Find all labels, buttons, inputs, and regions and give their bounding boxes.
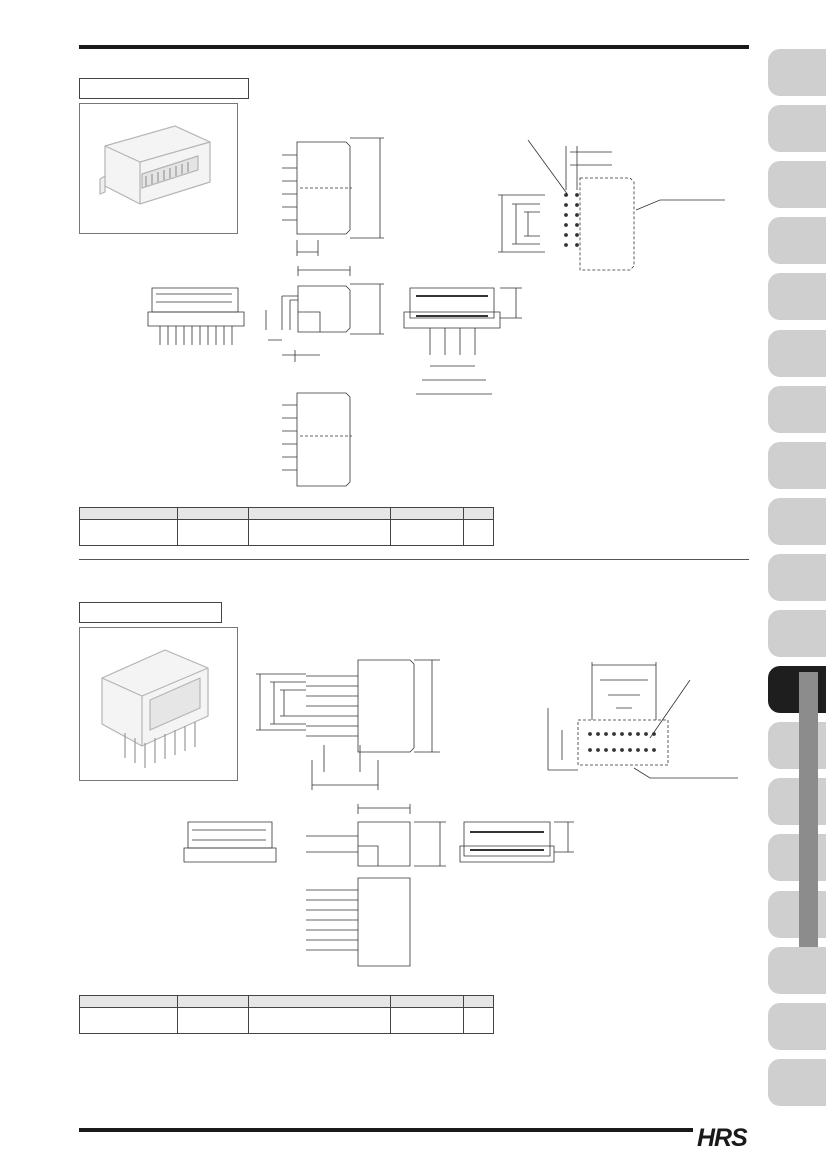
spec-table-upper [79,507,494,546]
connector-photo-lower [101,649,209,768]
spec-header-cell [390,995,464,1008]
spec-header-cell [177,995,249,1008]
side-tab[interactable] [768,330,826,377]
spec-table-lower [79,995,494,1034]
section-divider [79,559,749,560]
connector-photo-upper [99,125,211,205]
side-tab[interactable] [768,1003,826,1050]
spec-header-cell [248,507,391,520]
spec-cell [248,1007,391,1034]
spec-header-cell [463,995,494,1008]
spec-header-cell [79,995,178,1008]
side-tab[interactable] [768,1059,826,1106]
spec-cell [248,519,391,546]
section-title-box-upper [79,78,249,99]
side-tab[interactable] [768,610,826,657]
spec-cell [390,519,464,546]
product-photo-lower [79,627,238,781]
side-tab-strip [799,672,818,947]
spec-header-cell [390,507,464,520]
side-tab[interactable] [768,273,826,320]
spec-cell [177,1007,249,1034]
side-tab[interactable] [768,947,826,994]
side-tab[interactable] [768,161,826,208]
side-tab[interactable] [768,554,826,601]
side-tab[interactable] [768,105,826,152]
hrs-logo: HRS [697,1124,748,1152]
spec-cell [463,519,494,546]
section-title-box-lower [79,602,222,623]
spec-header-cell [177,507,249,520]
spec-cell [79,519,178,546]
top-rule [79,45,749,49]
spec-cell [177,519,249,546]
spec-cell [390,1007,464,1034]
product-photo-upper [79,103,238,234]
spec-header-cell [463,507,494,520]
spec-cell [463,1007,494,1034]
side-tab[interactable] [768,217,826,264]
spec-cell [79,1007,178,1034]
side-tab[interactable] [768,498,826,545]
spec-header-cell [79,507,178,520]
bottom-rule [79,1128,693,1132]
side-tab[interactable] [768,49,826,96]
spec-header-cell [248,995,391,1008]
side-tab[interactable] [768,386,826,433]
side-tab[interactable] [768,442,826,489]
